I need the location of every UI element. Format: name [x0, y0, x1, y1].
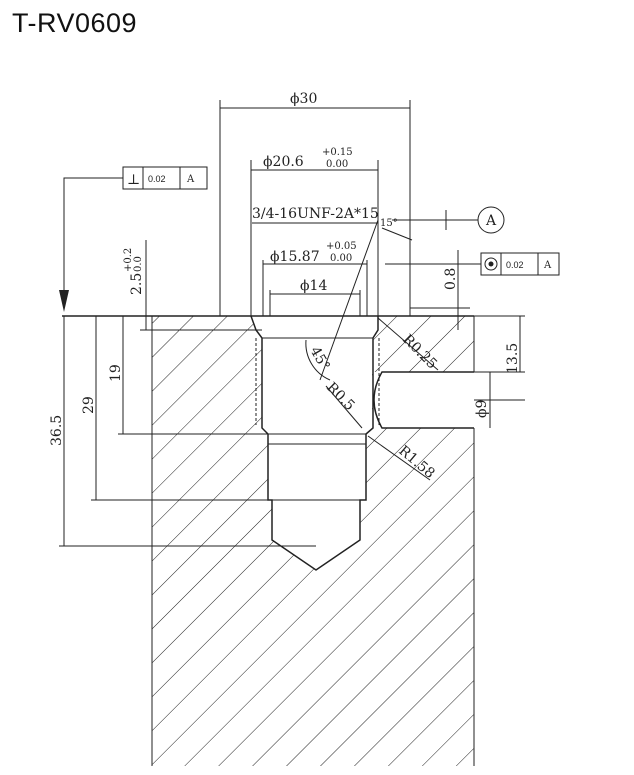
r0-5-label: R0.5	[323, 380, 358, 415]
cavity-outline	[250, 315, 380, 571]
thread-label: 3/4-16UNF-2A*15	[252, 206, 379, 222]
perpendicularity-icon: ⊥	[127, 172, 140, 188]
perpendicularity-tolerance: 0.02	[148, 174, 166, 184]
perpendicularity-datum: A	[186, 174, 195, 185]
depth-19-label: 19	[108, 364, 124, 382]
d30-label: ϕ30	[290, 91, 317, 107]
depth-0-8-label: 0.8	[443, 268, 459, 290]
side-port	[373, 371, 474, 429]
extension-lines	[219, 100, 411, 316]
depth-2-5-label: 2.5	[129, 273, 145, 295]
angle-15-label: 15°	[380, 218, 398, 229]
d15-87-label: ϕ15.87	[270, 249, 320, 265]
d15-87-tol-upper: +0.05	[326, 241, 357, 252]
depth-29-label: 29	[81, 396, 97, 414]
body-outline	[62, 315, 475, 766]
angle-15-leader	[381, 227, 413, 241]
d20-6-tol-upper: +0.15	[322, 147, 353, 158]
h13-5-label: 13.5	[505, 343, 521, 374]
datum-a-label: A	[485, 213, 497, 229]
d15-87-tol-lower: 0.00	[330, 253, 352, 264]
depth-36-5-label: 36.5	[49, 415, 65, 446]
d14-label: ϕ14	[300, 278, 327, 294]
r1-58-leader	[367, 435, 431, 481]
gdt-concentricity-frame: 0.02 A	[385, 252, 560, 276]
angle-45-arc	[305, 339, 331, 381]
d20-6-tol-lower: 0.00	[326, 159, 348, 170]
hatched-body	[152, 316, 474, 766]
d20-6-label: ϕ20.6	[263, 154, 304, 170]
gdt-perpendicularity-frame: ⊥ 0.02 A	[59, 166, 208, 312]
r0-25-leader	[377, 317, 439, 371]
page-title: T-RV0609	[12, 8, 138, 38]
depth-2-5-tol-lower: 0.0	[133, 256, 144, 272]
d9-label: ϕ9	[474, 400, 490, 418]
r0-5-leader	[325, 385, 363, 429]
concentricity-tolerance: 0.02	[506, 260, 524, 270]
angle-45-label: 45°	[307, 344, 333, 374]
depth-2-5-tol-upper: +0.2	[123, 248, 134, 272]
angle-45-ray	[319, 219, 379, 381]
datum-a-bubble	[477, 206, 505, 234]
concentricity-datum: A	[543, 260, 552, 271]
